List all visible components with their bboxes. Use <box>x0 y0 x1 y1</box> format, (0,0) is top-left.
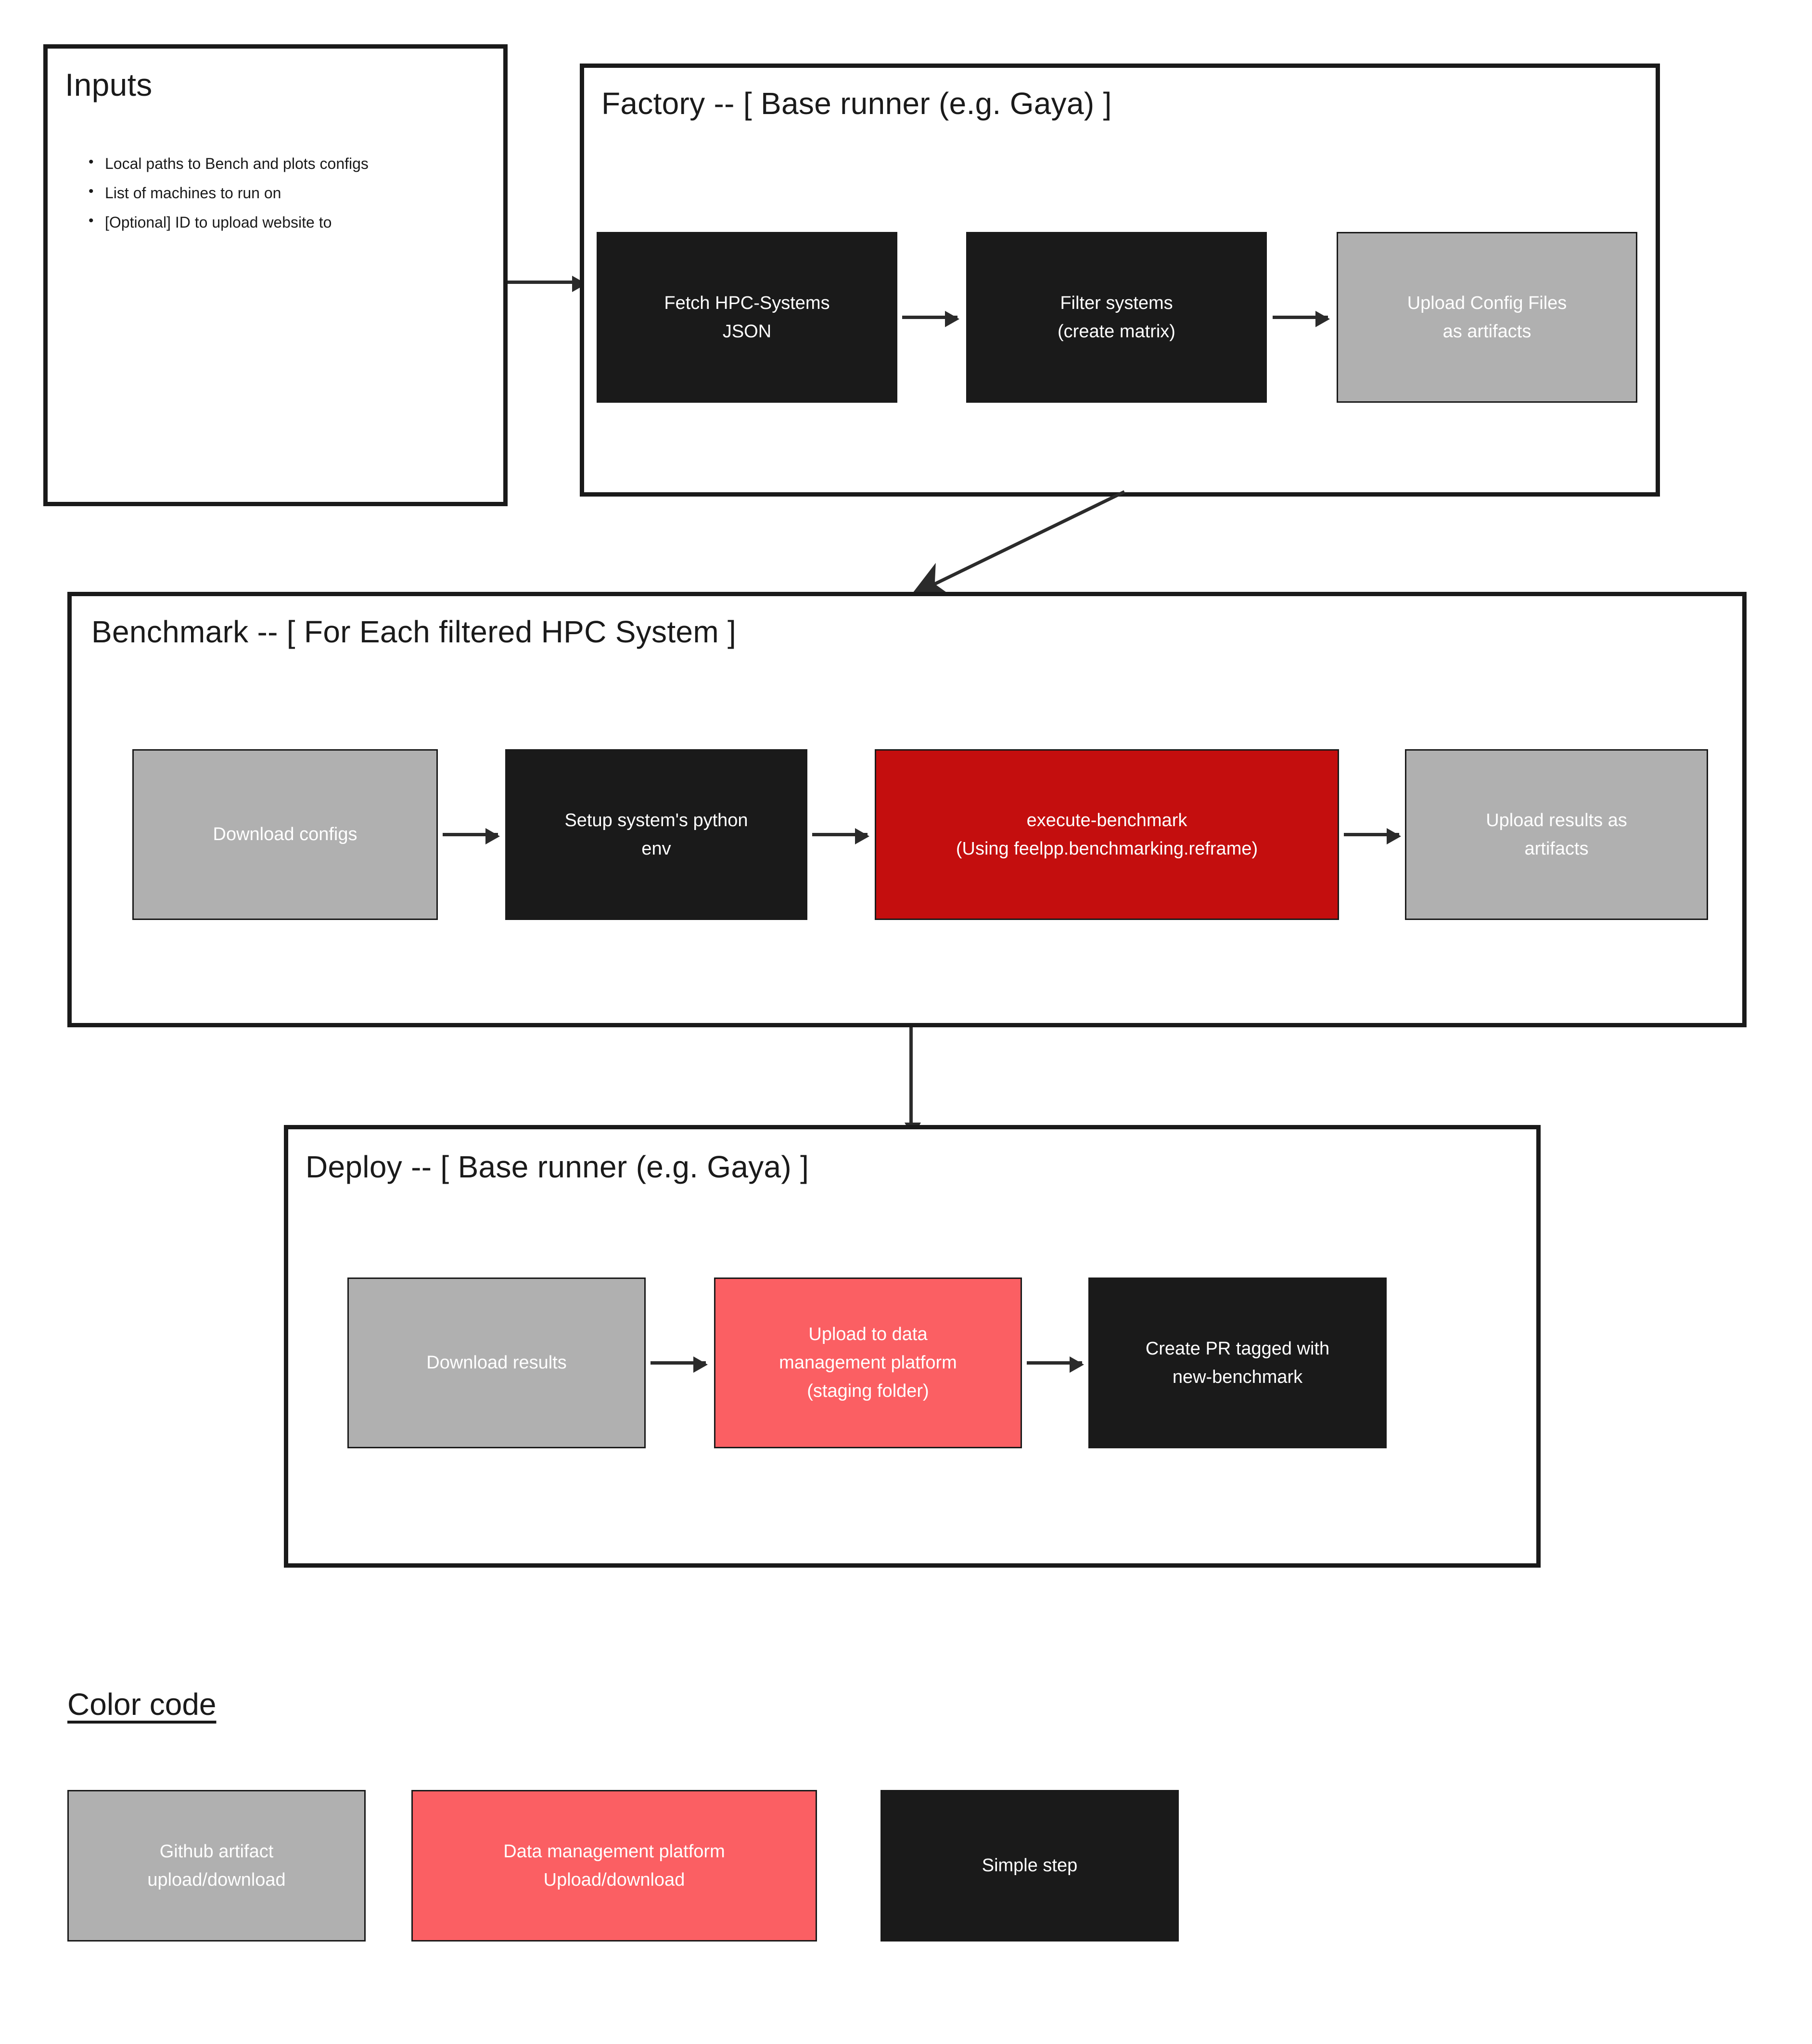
inputs-group <box>43 44 508 506</box>
step-filter-systems[interactable]: Filter systems(create matrix) <box>966 232 1267 403</box>
arrow-inputs-to-factory <box>508 276 587 292</box>
step-execute-benchmark[interactable]: execute-benchmark(Using feelpp.benchmark… <box>875 749 1339 920</box>
arrow-setup-env-to-execute-benchmark <box>812 828 869 844</box>
list-item: [Optional] ID to upload website to <box>82 212 369 232</box>
benchmark-title: Benchmark -- [ For Each filtered HPC Sys… <box>91 614 737 649</box>
step-download-configs[interactable]: Download configs <box>132 749 438 920</box>
arrow-benchmark-to-deploy <box>905 1027 921 1137</box>
step-label: Download configs <box>213 824 357 845</box>
factory-title: Factory -- [ Base runner (e.g. Gaya) ] <box>601 86 1112 121</box>
arrow-upload-dmp-to-create-pr <box>1027 1356 1084 1373</box>
arrow-download-results-to-upload-dmp <box>651 1356 708 1373</box>
deploy-title: Deploy -- [ Base runner (e.g. Gaya) ] <box>306 1150 809 1184</box>
arrow-factory-to-benchmark <box>910 490 1125 597</box>
arrow-fetch-to-filter <box>902 311 959 327</box>
step-label: Download results <box>426 1353 567 1373</box>
inputs-bullet-list: Local paths to Bench and plots configs L… <box>82 153 369 242</box>
legend-swatch-simple-step: Simple step <box>880 1790 1179 1942</box>
list-item: List of machines to run on <box>82 182 369 203</box>
step-download-results[interactable]: Download results <box>347 1278 646 1448</box>
arrow-download-configs-to-setup-env <box>443 828 500 844</box>
arrow-filter-to-upload-config <box>1273 311 1330 327</box>
list-item: Local paths to Bench and plots configs <box>82 153 369 174</box>
inputs-title: Inputs <box>65 67 153 102</box>
step-label: execute-benchmark(Using feelpp.benchmark… <box>956 810 1258 859</box>
arrow-execute-benchmark-to-upload-results <box>1344 828 1401 844</box>
legend-title: Color code <box>67 1687 217 1722</box>
step-label: Filter systems(create matrix) <box>1058 293 1175 342</box>
legend-label: Simple step <box>982 1855 1078 1876</box>
